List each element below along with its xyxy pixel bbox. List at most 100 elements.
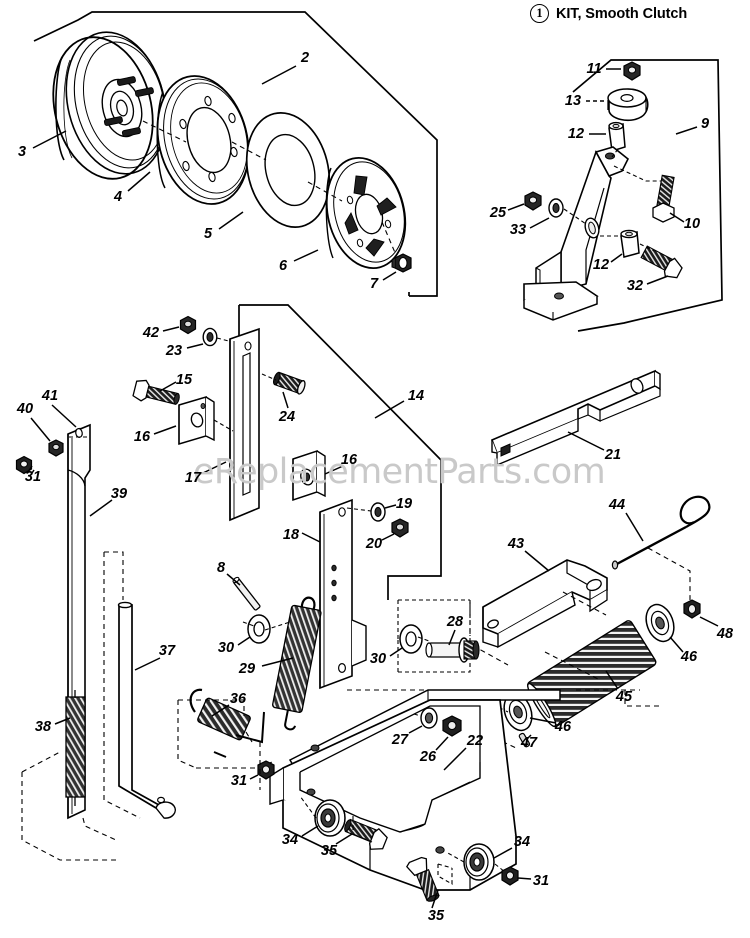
align-dash-frame-1 (413, 713, 422, 717)
callout-30-flat-washer-pin-right: 30 (369, 650, 387, 667)
callout-34-pulley-bearing-left: 34 (281, 831, 299, 848)
callout-35-hex-bolt-frame-left: 35 (320, 842, 338, 859)
callout-32-hex-bolt-lower: 32 (626, 277, 644, 294)
part-25-hex-nut (524, 191, 542, 211)
leader-7 (382, 271, 397, 281)
leader-17 (202, 461, 227, 474)
callout-47-cotter-pin: 47 (520, 734, 538, 751)
leader-18 (301, 532, 321, 543)
callout-12-spacer-sleeve-lower: 12 (592, 256, 610, 273)
part-19-flat-washer-arm (370, 502, 386, 522)
leader-19 (384, 504, 397, 509)
part-40-lock-nut-rod (48, 439, 64, 457)
leader-36 (211, 704, 230, 717)
part-38-return-spring (65, 690, 86, 806)
part-30-flat-washer-pin-right (399, 624, 423, 654)
group-outline-pulley (33, 11, 438, 297)
callout-46-spring-cup-washer-upper: 46 (680, 648, 698, 665)
callout-30-flat-washer-pin-left: 30 (217, 639, 235, 656)
part-13-pivot-bushing (607, 88, 649, 122)
part-16-bushing-block-lower (292, 449, 326, 502)
align-dash-frame-2 (299, 795, 317, 819)
leader-42 (162, 326, 180, 332)
part-15-carriage-bolt (132, 379, 180, 405)
part-9-clutch-bracket (523, 146, 630, 321)
callout-34-pulley-bearing-right: 34 (513, 833, 531, 850)
leader-2 (261, 65, 297, 85)
part-12-spacer-sleeve-lower (620, 229, 640, 258)
kit-header: 1 KIT, Smooth Clutch (530, 4, 687, 23)
callout-22-clutch-frame: 22 (466, 732, 484, 749)
leader-41 (51, 404, 77, 428)
part-23-flat-washer (202, 327, 218, 347)
leader-15 (159, 381, 177, 392)
leader-46a (669, 636, 684, 653)
leader-25 (507, 203, 525, 211)
align-dash-idler-2 (213, 419, 234, 432)
align-dash-bracket-3 (563, 208, 587, 225)
leader-16a (153, 425, 177, 435)
part-34-pulley-bearing-right (463, 843, 495, 881)
leader-21 (567, 431, 605, 451)
leader-12b (610, 253, 623, 263)
align-dash-4 (381, 221, 397, 256)
leader-29 (261, 657, 294, 667)
callout-31-hex-nut-rod: 31 (24, 468, 42, 485)
callout-42-lock-nut-upper: 42 (142, 324, 160, 341)
part-20-lock-nut-arm (391, 518, 409, 538)
leader-5 (218, 211, 244, 230)
part-44-hook-rod (611, 495, 711, 570)
callout-37-clutch-control-rod: 37 (158, 642, 176, 659)
part-18-idler-arm-plate-rear (319, 498, 367, 690)
callout-20-lock-nut-arm: 20 (365, 535, 383, 552)
leader-24 (282, 391, 289, 409)
part-30-flat-washer-pin-left (247, 614, 271, 644)
align-dash-bracket-2 (639, 243, 655, 252)
part-42-lock-nut (179, 315, 197, 335)
callout-13-pivot-bushing: 13 (564, 92, 582, 109)
leader-35a (335, 833, 353, 845)
align-dash-frame-4 (437, 863, 453, 885)
leader-44 (625, 512, 644, 542)
callout-31-hex-nut-frame-left: 31 (230, 772, 248, 789)
leader-43 (524, 550, 550, 572)
leader-14 (374, 400, 405, 419)
callout-29-extension-spring: 29 (238, 660, 256, 677)
leader-37 (134, 657, 161, 671)
callout-24-shoulder-bolt: 24 (278, 408, 296, 425)
callout-39-clutch-rod-arm: 39 (110, 485, 128, 502)
callout-46-spring-cup-washer-lower: 46 (554, 718, 572, 735)
callout-25-hex-nut: 25 (489, 204, 507, 221)
leader-6 (293, 249, 319, 262)
align-dash-3 (307, 181, 343, 202)
callout-40-lock-nut-rod: 40 (16, 400, 34, 417)
part-26-lock-nut-frame (442, 715, 462, 737)
leader-32 (646, 275, 669, 285)
callout-9-clutch-bracket-group: 9 (700, 115, 710, 132)
leader-34b (493, 847, 513, 859)
part-28-pivot-shoulder-pin (425, 637, 480, 663)
part-33-flat-washer (548, 198, 564, 218)
leader-39 (89, 499, 113, 517)
part-21-link-bar (490, 369, 661, 467)
align-dash-center-2 (397, 599, 471, 673)
group-outline-bracket (572, 59, 723, 332)
align-dash-rod-2 (82, 551, 141, 841)
callout-44-hook-rod: 44 (608, 496, 626, 513)
callout-11-lock-nut: 11 (586, 60, 602, 77)
callout-31-hex-nut-frame-right: 31 (532, 872, 550, 889)
callout-43-spring-anchor-bracket: 43 (507, 535, 525, 552)
callout-15-carriage-bolt: 15 (175, 371, 193, 388)
callout-3-clutch-drum: 3 (17, 143, 27, 160)
leader-16b (324, 465, 344, 475)
callout-2-pulley-group-boundary: 2 (300, 49, 310, 66)
leader-9 (675, 126, 698, 135)
part-36-torsion-spring (189, 688, 265, 758)
kit-badge: 1 (530, 4, 549, 23)
callout-19-flat-washer-arm: 19 (395, 495, 413, 512)
callout-8-clevis-pin: 8 (216, 559, 226, 576)
callout-17-idler-arm-plate-front: 17 (184, 469, 202, 486)
part-46-spring-cup-washer-upper (645, 603, 675, 643)
